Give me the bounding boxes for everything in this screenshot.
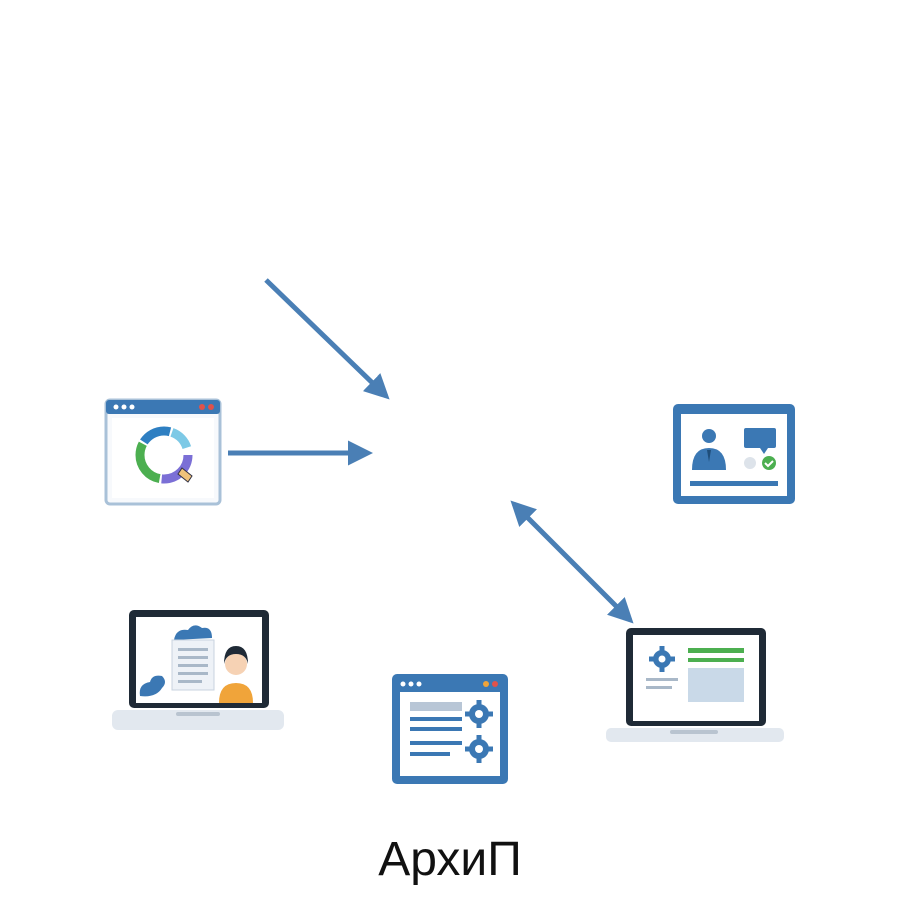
arrow-bidirectional bbox=[510, 500, 634, 624]
laptop-settings-icon bbox=[606, 628, 784, 742]
video-call-window-icon bbox=[673, 404, 795, 504]
settings-window-icon bbox=[392, 674, 508, 784]
laptop-chat-icon bbox=[112, 610, 284, 730]
donut-chart-window-icon bbox=[104, 398, 222, 506]
arrows bbox=[228, 278, 634, 624]
caption: АрхиП bbox=[378, 833, 522, 886]
arrow-top-left bbox=[264, 278, 390, 400]
